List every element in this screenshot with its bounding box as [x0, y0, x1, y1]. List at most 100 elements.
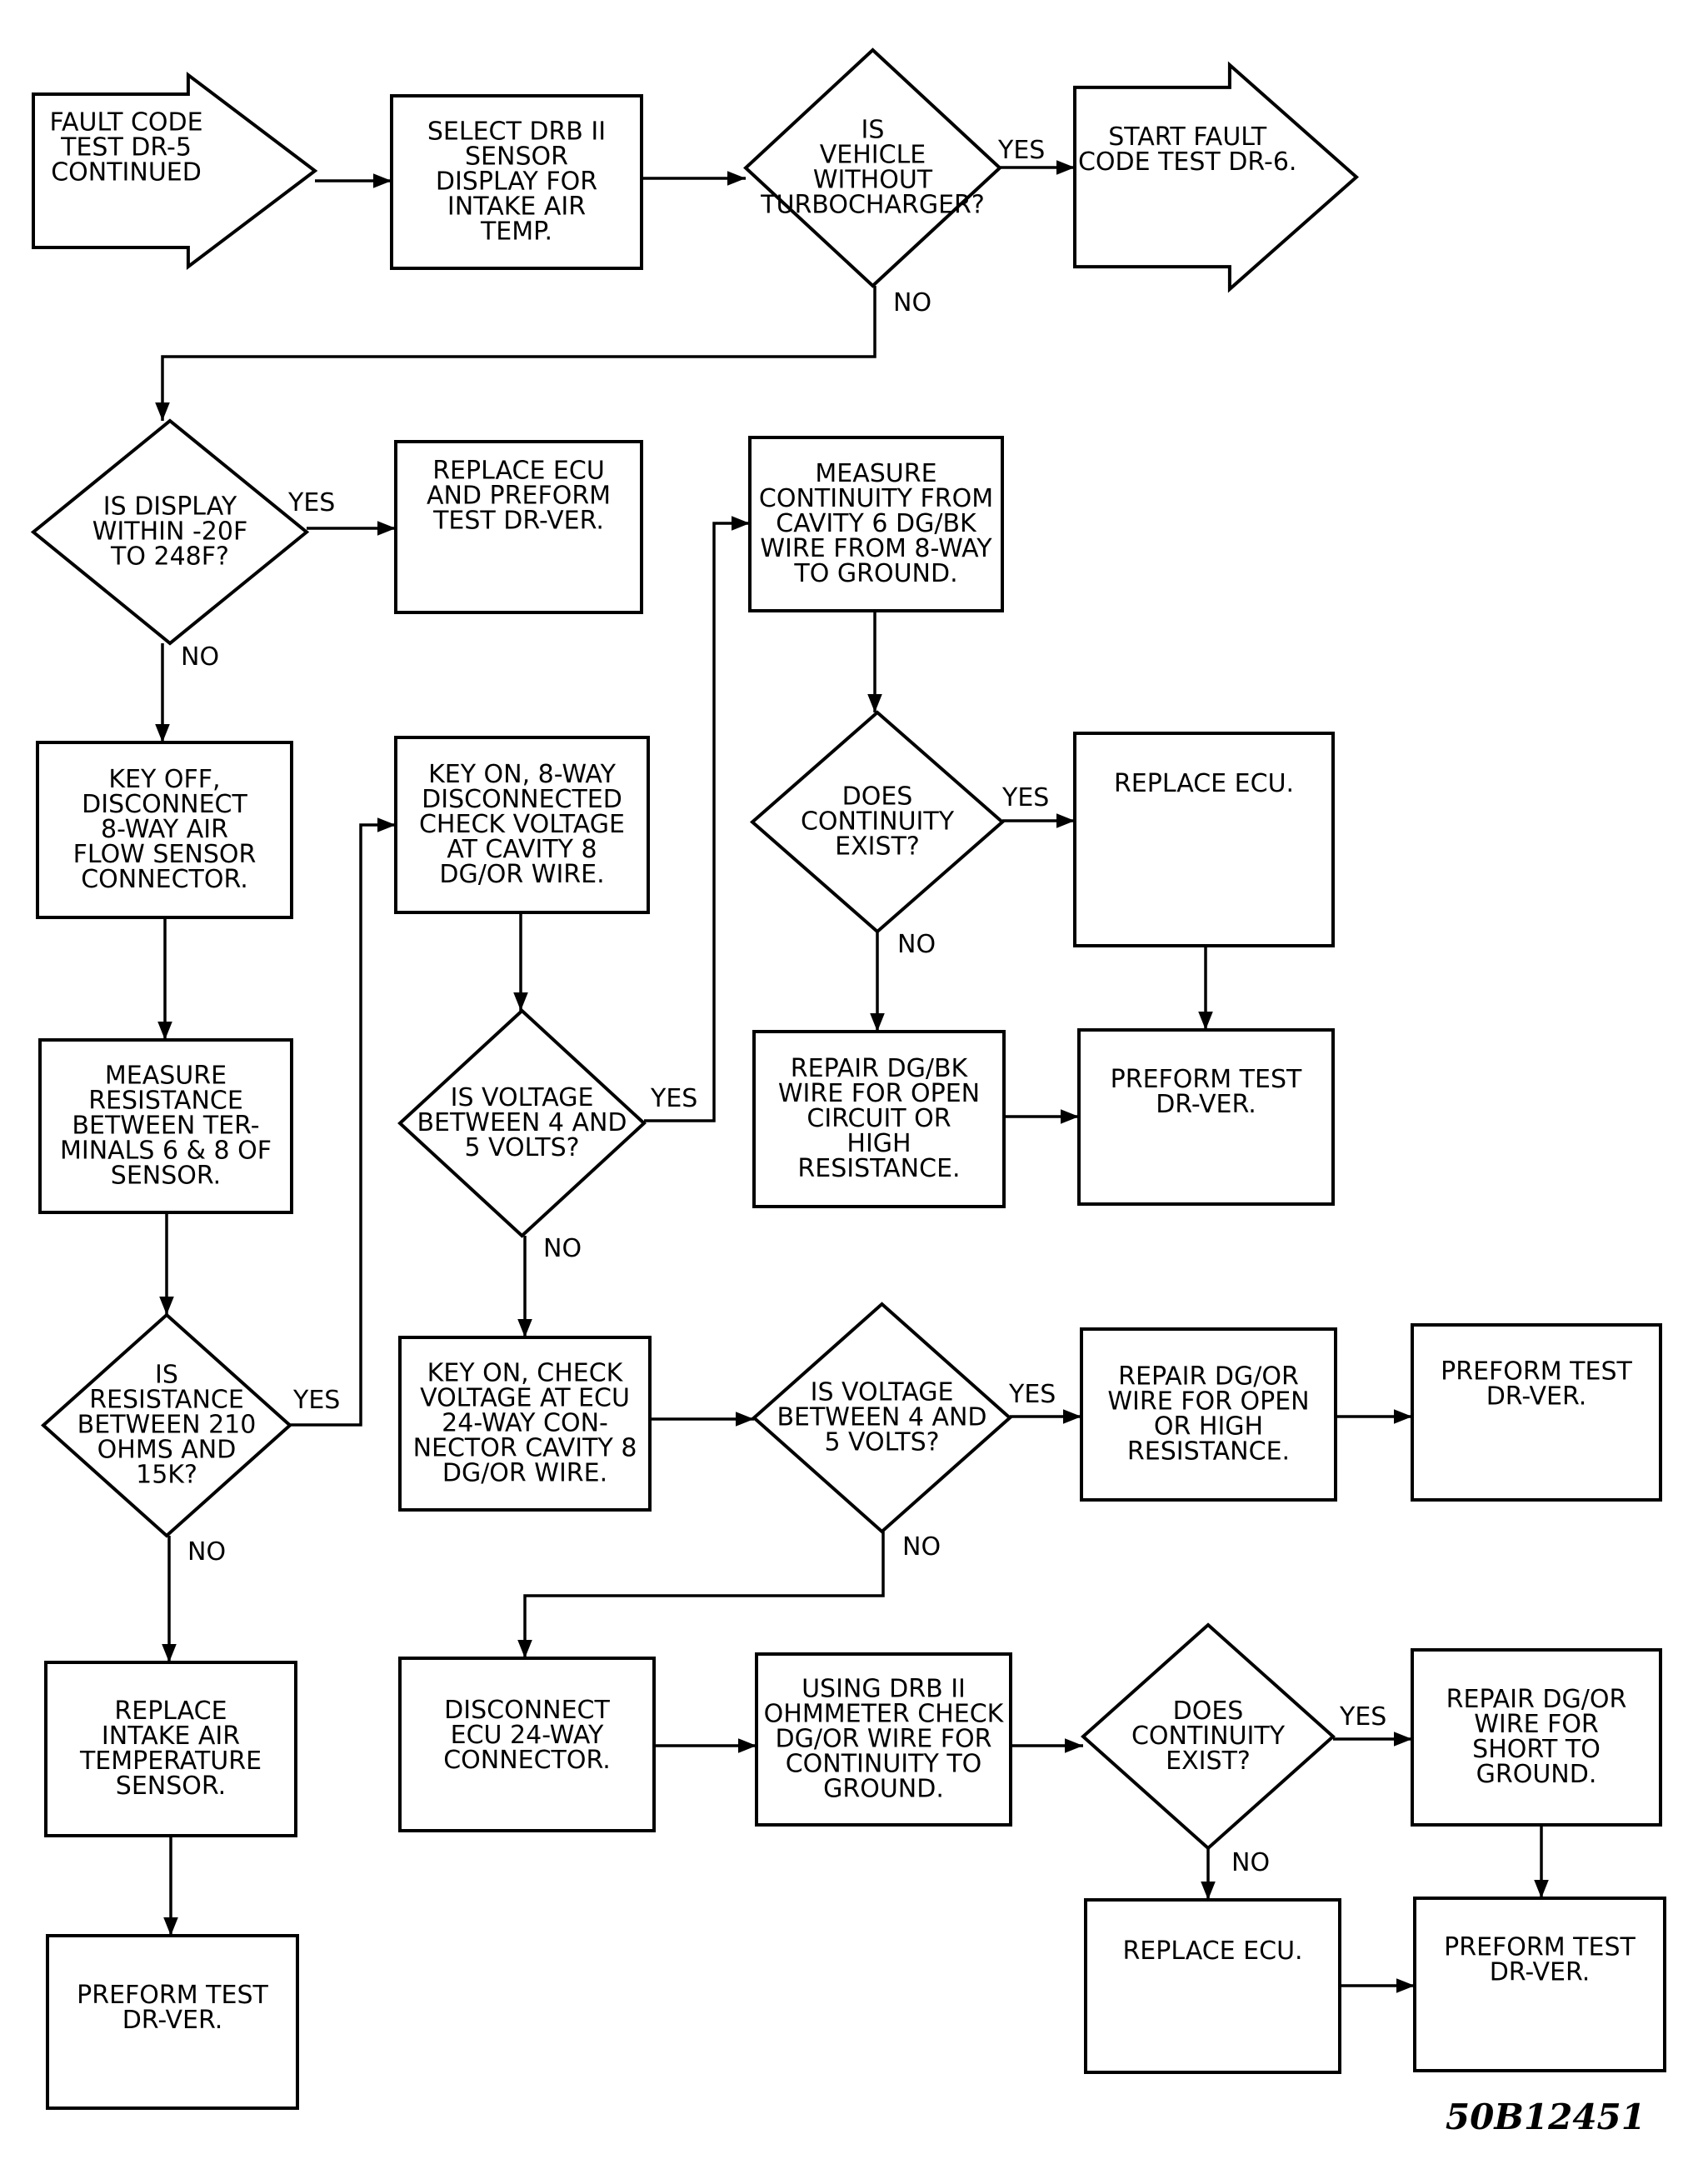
- node-text-line: REPAIR DG/OR: [1446, 1685, 1627, 1714]
- node-text-line: DR-VER.: [122, 2006, 223, 2035]
- node-text-line: BETWEEN TER-: [72, 1112, 259, 1141]
- process-box: [1411, 1648, 1662, 1827]
- process-box: [390, 94, 643, 270]
- node-text-line: REPAIR DG/BK: [791, 1054, 969, 1083]
- yes-label: YES: [292, 1386, 340, 1415]
- node-text-line: RESISTANCE: [88, 1087, 243, 1116]
- yes-label: YES: [287, 488, 335, 517]
- connector: [644, 516, 750, 1122]
- node-text-line: CIRCUIT OR: [807, 1104, 951, 1133]
- node-text-line: WIRE FOR OPEN: [778, 1079, 980, 1108]
- node-text-line: FAULT CODE: [50, 107, 203, 137]
- node-text-line: FLOW SENSOR: [73, 840, 257, 869]
- node-text-line: IS DISPLAY: [103, 492, 237, 522]
- process-box: [1080, 1327, 1337, 1502]
- process-box: [1411, 1323, 1662, 1502]
- node-text-line: CONTINUITY TO: [786, 1750, 982, 1779]
- node-text-line: IS VOLTAGE: [451, 1083, 594, 1112]
- no-label: NO: [897, 930, 936, 959]
- node-text-line: RESISTANCE.: [797, 1154, 960, 1183]
- node-text-line: REPAIR DG/OR: [1118, 1362, 1299, 1392]
- process-box: [1073, 732, 1335, 947]
- process-box: [46, 1934, 299, 2110]
- terminal-arrow: [32, 71, 318, 271]
- node-text-line: MEASURE: [105, 1062, 227, 1091]
- node-text-line: USING DRB II: [802, 1675, 966, 1704]
- node-text-line: WITHIN -20F: [92, 517, 247, 547]
- node-text-line: TO 248F?: [110, 542, 229, 572]
- node-text-line: VEHICLE: [820, 141, 926, 170]
- node-text-line: VOLTAGE AT ECU: [420, 1384, 630, 1413]
- node-text-line: HIGH: [847, 1129, 911, 1158]
- node-text-line: DOES: [1173, 1697, 1244, 1726]
- node-text-line: WIRE FROM 8-WAY: [760, 534, 992, 563]
- node-text-line: MINALS 6 & 8 OF: [60, 1137, 272, 1166]
- node-text-line: DISPLAY FOR: [436, 167, 597, 197]
- node-text-line: 5 VOLTS?: [464, 1133, 579, 1162]
- process-box: [1413, 1897, 1666, 2072]
- node-text-line: SENSOR.: [116, 1772, 226, 1801]
- node-text-line: SHORT TO: [1472, 1735, 1601, 1764]
- node-text-line: REPLACE ECU: [432, 457, 605, 486]
- node-text-line: GROUND.: [1476, 1760, 1597, 1789]
- node-text-line: 5 VOLTS?: [824, 1428, 939, 1457]
- node-text-line: TEMP.: [480, 217, 552, 247]
- connector: [517, 1532, 885, 1658]
- node-text-line: WITHOUT: [813, 166, 933, 195]
- node-text-line: EXIST?: [1166, 1747, 1251, 1776]
- node-text-line: BETWEEN 4 AND: [777, 1403, 986, 1432]
- process-box: [1077, 1028, 1335, 1206]
- yes-label: YES: [1339, 1702, 1386, 1732]
- node-text-line: PREFORM TEST: [1441, 1357, 1632, 1386]
- node-text-line: OHMS AND: [97, 1436, 237, 1465]
- node-text-line: RESISTANCE: [89, 1386, 244, 1415]
- node-text-line: START FAULT: [1108, 122, 1267, 152]
- node-text-line: CONTINUITY: [801, 807, 955, 837]
- node-text-line: PREFORM TEST: [77, 1981, 268, 2010]
- node-text-line: REPLACE ECU.: [1114, 769, 1294, 798]
- node-text-line: DISCONNECTED: [422, 785, 622, 814]
- node-replace-ecu-3: REPLACE ECU.: [1084, 1898, 1341, 2074]
- decision-diamond: [743, 47, 1002, 288]
- node-text-line: SELECT DRB II: [427, 117, 606, 147]
- branch-labels: YES NO YES NO YES NO YES NO YES NO YES N…: [181, 136, 1386, 1877]
- decision-diamond: [1080, 1622, 1336, 1851]
- node-text-line: IS: [861, 116, 885, 145]
- node-text-line: MEASURE: [815, 459, 936, 488]
- node-text-line: CONTINUED: [51, 157, 202, 187]
- process-box: [398, 1657, 656, 1832]
- no-label: NO: [181, 642, 219, 672]
- node-text-line: EXIST?: [835, 832, 920, 862]
- node-text-line: CONTINUITY FROM: [759, 484, 993, 513]
- process-box: [752, 1030, 1006, 1208]
- node-text-line: BETWEEN 210: [77, 1411, 257, 1440]
- node-text-line: TEST DR-5: [60, 132, 192, 162]
- node-text-line: OR HIGH: [1154, 1412, 1263, 1442]
- no-label: NO: [187, 1537, 226, 1567]
- process-box: [398, 1336, 652, 1512]
- node-text-line: OHMMETER CHECK: [764, 1700, 1005, 1729]
- node-text-line: CONNECTOR.: [443, 1746, 611, 1775]
- yes-label: YES: [1001, 783, 1049, 812]
- node-text-line: TO GROUND.: [793, 559, 957, 588]
